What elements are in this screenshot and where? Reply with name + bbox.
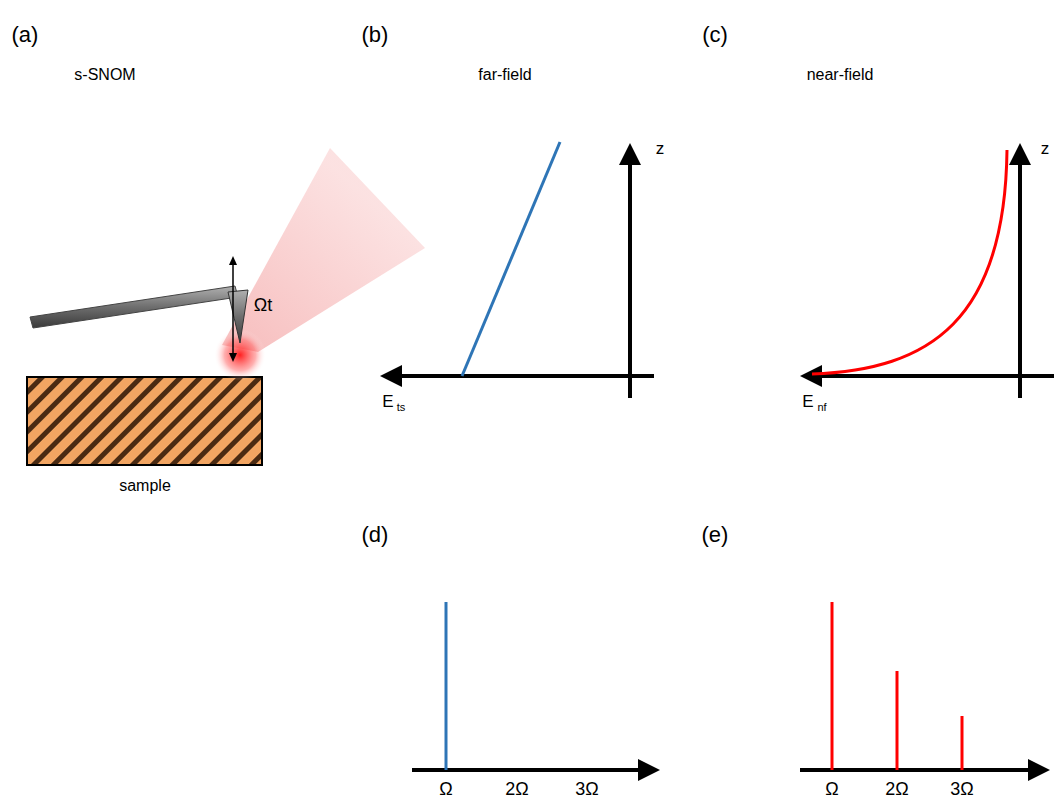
frequency-label: 3Ω (575, 780, 598, 798)
frequency-label: Ω (825, 780, 838, 798)
near-field-curve (812, 150, 1007, 374)
axes-c (800, 143, 1054, 398)
panel-letter: (a) (12, 24, 39, 46)
laser-beam (222, 148, 425, 352)
axis-e (800, 759, 1050, 781)
far-field-line (462, 142, 560, 376)
panel-letter: (d) (362, 524, 389, 546)
axis-label: z (1041, 140, 1050, 157)
axis-d (412, 759, 660, 781)
frequency-label: 3Ω (950, 780, 973, 798)
axis-label: z (656, 140, 665, 157)
motion-label: Ωt (254, 296, 272, 314)
axes-b (380, 143, 654, 398)
oscillation-arrow (229, 256, 237, 362)
frequency-label: 2Ω (885, 780, 908, 798)
panel-letter: (c) (702, 24, 728, 46)
panel-letter: (e) (702, 524, 729, 546)
cantilever (30, 286, 238, 328)
axis-label: E (382, 393, 393, 410)
panel-title: far-field (478, 67, 531, 83)
tip (228, 290, 248, 343)
panel-title: near-field (807, 67, 874, 83)
panel-letter: (b) (362, 24, 389, 46)
frequency-label: Ω (439, 780, 452, 798)
panel-title: s-SNOM (74, 67, 135, 83)
sample-label: sample (119, 478, 171, 494)
axis-label: E (802, 393, 813, 410)
spectrum-bar (445, 602, 448, 770)
axis-subscript: nf (817, 402, 826, 413)
frequency-label: 2Ω (505, 780, 528, 798)
sample-block (27, 377, 262, 465)
axis-subscript: ts (397, 402, 406, 413)
spectrum-bars (832, 602, 962, 770)
